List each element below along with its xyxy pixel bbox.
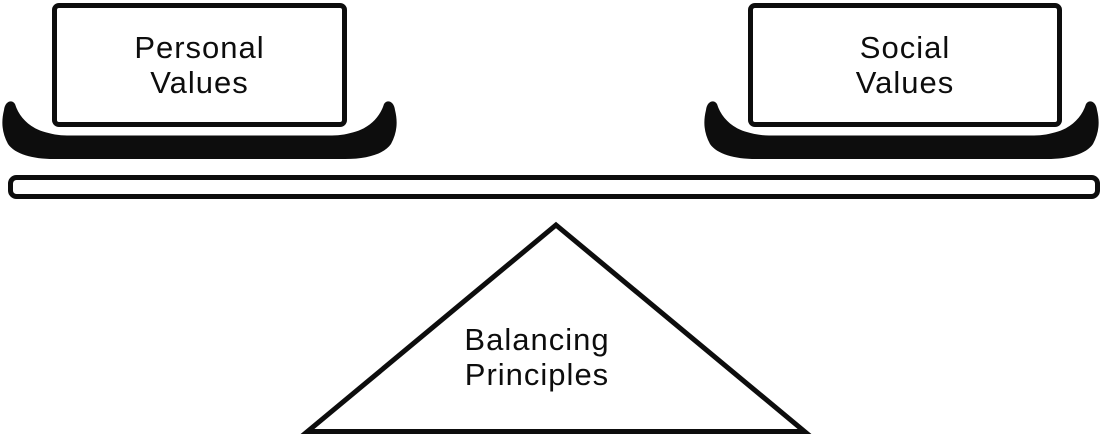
fulcrum-triangle-icon xyxy=(300,221,812,434)
balancing-principles-label-line2: Principles xyxy=(464,357,610,392)
personal-values-label-line2: Values xyxy=(150,65,249,100)
personal-values-label-line1: Personal xyxy=(134,30,265,65)
social-values-label-line2: Values xyxy=(855,65,955,100)
balancing-principles-label-line1: Balancing xyxy=(464,322,610,357)
personal-values-box: Personal Values xyxy=(52,3,347,127)
balance-beam xyxy=(8,175,1100,199)
social-values-box: Social Values xyxy=(748,3,1062,127)
balancing-principles-label: Balancing Principles xyxy=(407,322,667,392)
social-values-label-line1: Social xyxy=(859,30,951,65)
